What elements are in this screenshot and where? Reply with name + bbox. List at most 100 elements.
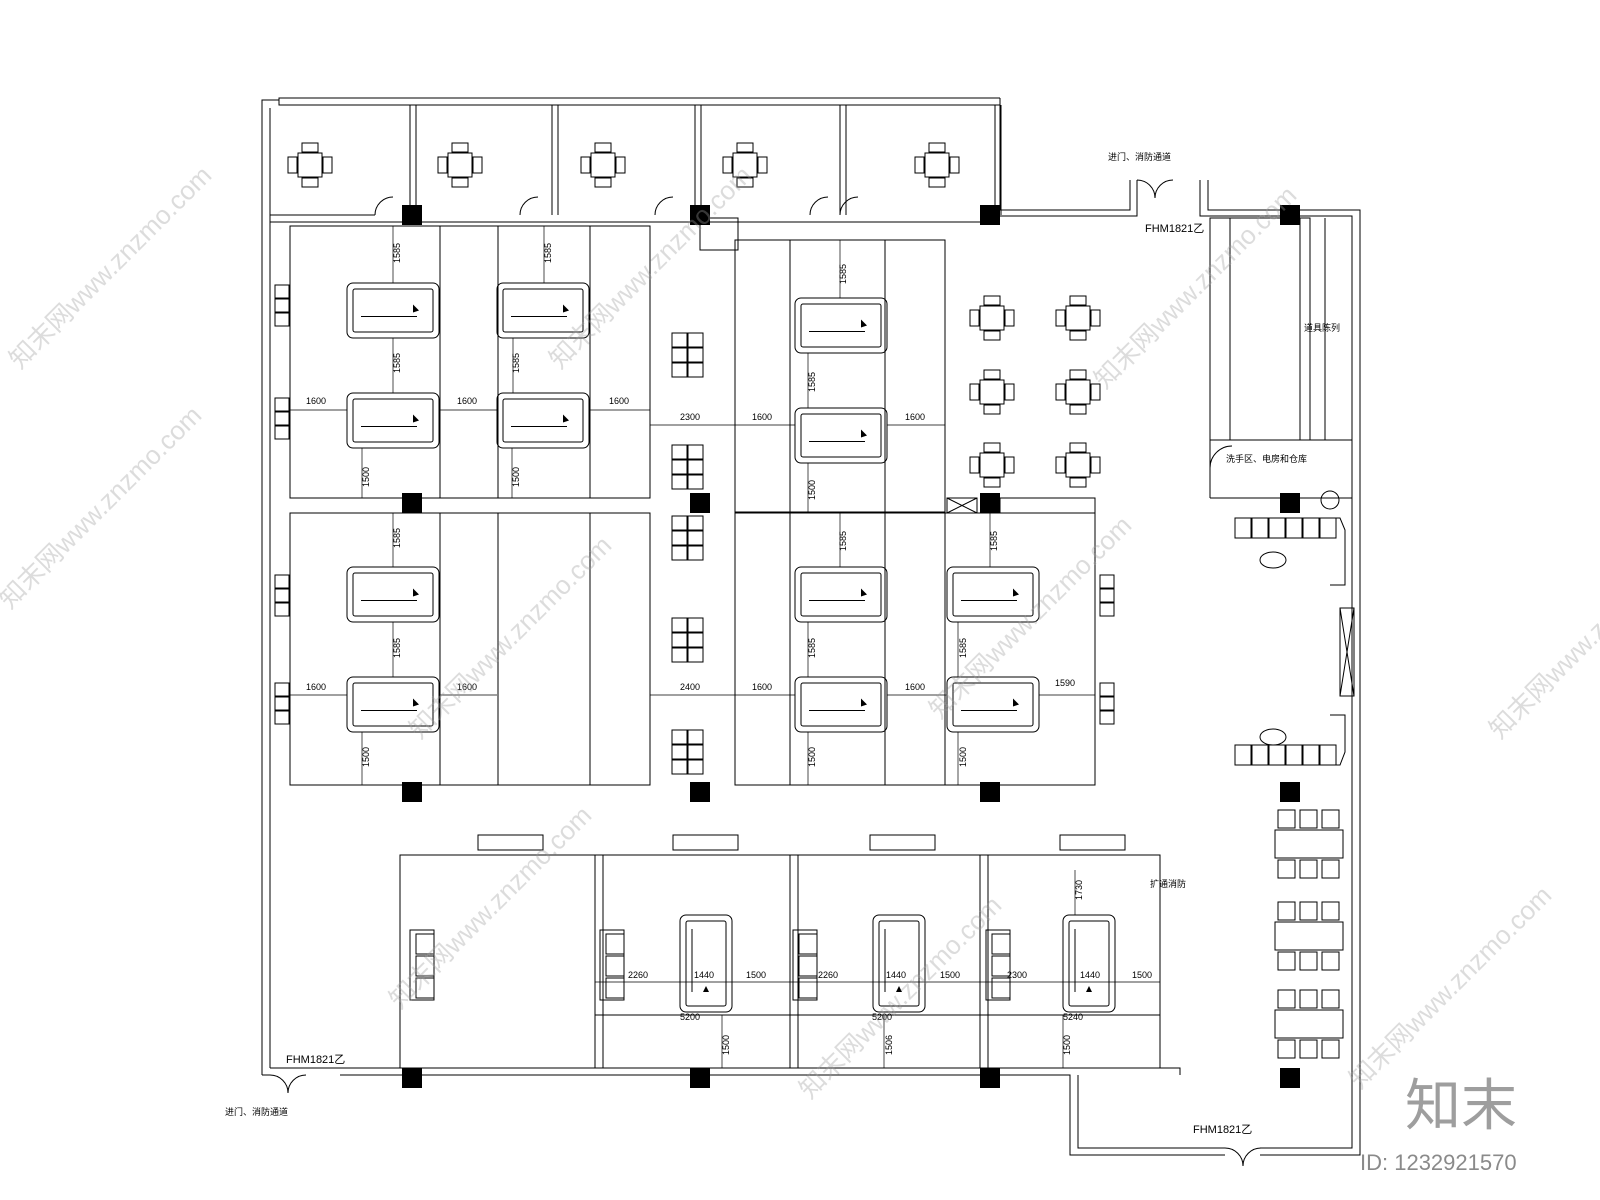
lounge-seat [1285, 517, 1303, 539]
table-top [447, 152, 473, 178]
ball-rack [861, 588, 867, 597]
billiard-table-icon [794, 676, 888, 733]
chair [274, 298, 290, 313]
lounge-chair [687, 515, 704, 531]
lounge-seat [1302, 517, 1320, 539]
dim-1500-v2: 1500 [511, 467, 521, 487]
table-frame [679, 914, 733, 1013]
chair [983, 295, 1001, 306]
table-set-icon [437, 142, 483, 188]
chair [594, 142, 612, 153]
table-set-icon [1055, 295, 1101, 341]
dim-1585-v5: 1585 [838, 264, 848, 284]
door-arc-2 [654, 196, 674, 216]
wall-right-inner [1199, 180, 1353, 1070]
wall-bottom-right-inner [1260, 1070, 1353, 1149]
table-felt [352, 398, 434, 443]
column-icon [980, 782, 1000, 802]
lounge-chair [687, 647, 704, 663]
wall-bottom-c [1077, 1075, 1225, 1149]
watermark-9: 知末网www.znzmo.com [793, 890, 1007, 1104]
billiard-table-icon [1062, 914, 1116, 1013]
chair [1055, 309, 1066, 327]
chair [580, 156, 591, 174]
tv-unit-2 [869, 834, 936, 851]
chair [1090, 309, 1101, 327]
table-frame [794, 676, 888, 733]
table-felt [352, 288, 434, 333]
chair [274, 696, 290, 711]
dim-1440-b: 1440 [886, 970, 906, 980]
table-top [924, 152, 950, 178]
stair-box [946, 497, 978, 514]
cabinet [1339, 607, 1355, 697]
column-icon [402, 1068, 422, 1088]
dim-5240: 5240 [1063, 1012, 1083, 1022]
billiard-table-icon [496, 282, 590, 339]
chair [1321, 1039, 1340, 1059]
table-top [1065, 305, 1091, 331]
dim-2400: 2400 [680, 682, 700, 692]
table-top [1065, 452, 1091, 478]
dim-2300-a: 2300 [680, 412, 700, 422]
column-icon [1280, 493, 1300, 513]
column-icon [690, 1068, 710, 1088]
corridor-box [699, 217, 739, 251]
chair [1299, 1039, 1318, 1059]
lounge-chair [671, 632, 688, 648]
door-arc-3 [809, 196, 829, 216]
chair [1299, 859, 1318, 879]
lounge-chair [687, 632, 704, 648]
billiard-table-icon [346, 392, 440, 449]
table-set-icon [969, 369, 1015, 415]
column-icon [980, 1068, 1000, 1088]
table-frame [346, 566, 440, 623]
chair [472, 156, 483, 174]
chair [1099, 602, 1115, 617]
column-icon [980, 205, 1000, 225]
lounge-chair [671, 474, 688, 490]
chair [274, 574, 290, 589]
table-top [979, 452, 1005, 478]
dim-1440-c: 1440 [1080, 970, 1100, 980]
table-felt [1068, 920, 1110, 1007]
table-set-icon [580, 142, 626, 188]
billiard-table-icon [946, 676, 1040, 733]
dim-1440-a: 1440 [694, 970, 714, 980]
sofa-seat [798, 955, 818, 977]
chair [1277, 951, 1296, 971]
table-set-icon [1055, 442, 1101, 488]
table-top [590, 152, 616, 178]
lounge-chair [671, 545, 688, 561]
chair [1069, 477, 1087, 488]
door-arc-1 [519, 196, 539, 216]
table-frame [794, 297, 888, 354]
brand-logo: 知末 [1405, 1074, 1517, 1139]
lounge-chair [671, 729, 688, 745]
chair [1069, 369, 1087, 380]
column-icon [402, 493, 422, 513]
sofa-icon [985, 929, 1011, 1001]
table-frame [872, 914, 926, 1013]
tv-unit-1 [672, 834, 739, 851]
dim-2260-a: 2260 [628, 970, 648, 980]
table-felt [878, 920, 920, 1007]
chair [274, 312, 290, 327]
lounge-seat [1234, 744, 1252, 766]
table-felt [800, 413, 882, 458]
chair [1090, 383, 1101, 401]
lounge-seat [1234, 517, 1252, 539]
label-entry-top: 进门、消防通道 [1108, 151, 1171, 162]
lounge-chair [671, 530, 688, 546]
lounge-seat [1319, 517, 1337, 539]
ball-rack [1086, 986, 1092, 992]
dim-1600-a: 1600 [306, 396, 326, 406]
table-felt [800, 572, 882, 617]
chair [1299, 809, 1318, 829]
table-felt [800, 682, 882, 727]
chair [969, 309, 980, 327]
door-arc-0 [374, 196, 394, 216]
sofa-seat [415, 955, 435, 977]
chair [983, 442, 1001, 453]
dim-1585-v7: 1585 [392, 528, 402, 548]
